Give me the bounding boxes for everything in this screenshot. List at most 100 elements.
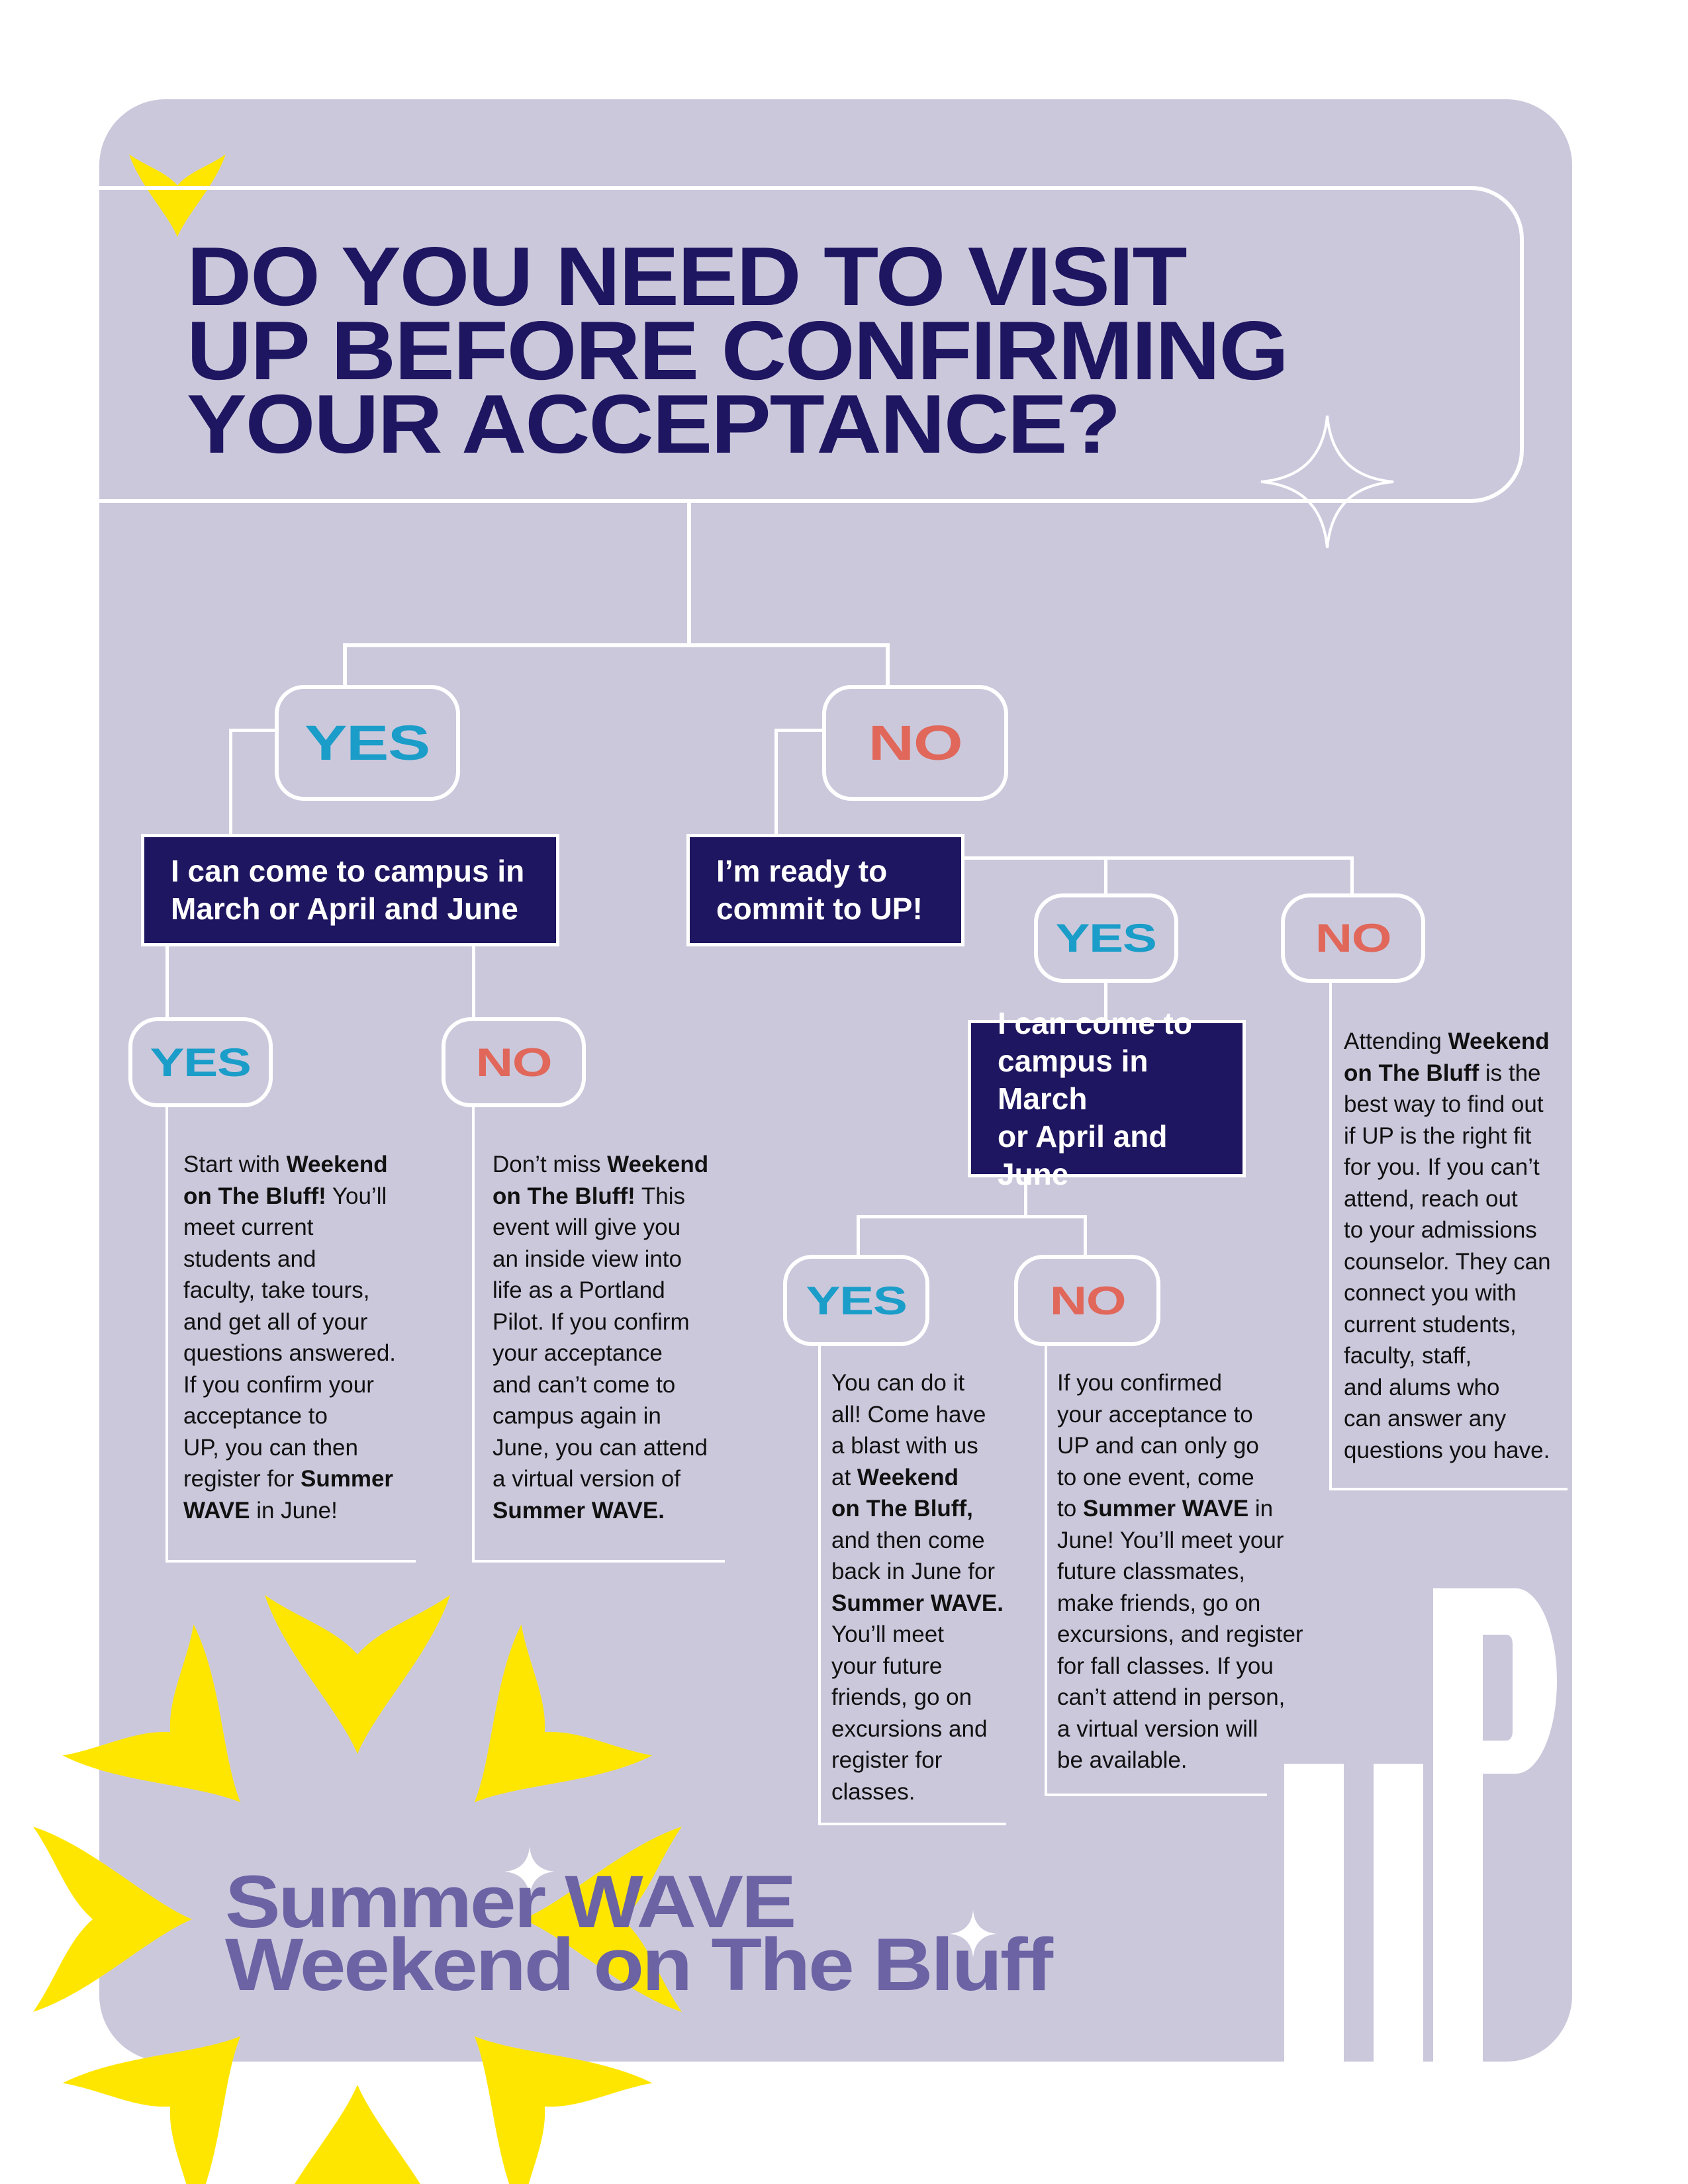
text-line: be available.	[1057, 1745, 1303, 1776]
text-line: connect you with	[1344, 1277, 1551, 1309]
text: excursions, and register	[1057, 1621, 1303, 1647]
text-line: for you. If you can’t	[1344, 1152, 1551, 1183]
text: UP and can only go	[1057, 1433, 1259, 1459]
text-line: WAVE in June!	[183, 1495, 396, 1527]
text: This	[635, 1183, 685, 1209]
option-campus-box: I can come to campus in March or April a…	[141, 834, 559, 946]
text-line: back in June for	[831, 1556, 1004, 1588]
text-line: You can do it	[831, 1367, 1004, 1399]
text: your acceptance to	[1057, 1401, 1253, 1428]
text-line: If you confirmed	[1057, 1367, 1303, 1399]
text-line: friends, go on	[831, 1682, 1004, 1713]
text-line: questions you have.	[1344, 1435, 1551, 1467]
answer-no-button[interactable]: NO	[822, 685, 1008, 801]
bold-text: Summer	[301, 1466, 394, 1492]
text-line: a virtual version of	[492, 1463, 708, 1495]
text: back in June for	[831, 1559, 996, 1584]
commit-campus-yes-button[interactable]: YES	[783, 1255, 929, 1346]
text-line: if UP is the right fit	[1344, 1120, 1551, 1152]
box-text: commit to UP!	[716, 891, 923, 926]
yes-label: YES	[305, 715, 431, 770]
text: future classmates,	[1057, 1559, 1245, 1584]
text: and then come	[831, 1527, 985, 1553]
text: is the	[1479, 1060, 1541, 1086]
text-line: at Weekend	[831, 1462, 1004, 1494]
bold-text: on The Bluff!	[492, 1183, 635, 1209]
text: and get all of your	[183, 1308, 368, 1335]
text: questions you have.	[1344, 1437, 1550, 1463]
text-line: and alums who	[1344, 1372, 1551, 1404]
bold-text: WAVE	[183, 1497, 250, 1524]
text-line: June! You’ll meet your	[1057, 1525, 1303, 1557]
text: and alums who	[1344, 1374, 1500, 1400]
text-line: excursions, and register	[1057, 1619, 1303, 1651]
text: questions answered.	[183, 1340, 397, 1366]
commit-campus-no-button[interactable]: NO	[1014, 1255, 1160, 1346]
text-line: a virtual version will	[1057, 1713, 1303, 1745]
text: a virtual version will	[1057, 1715, 1258, 1742]
text-line: Pilot. If you confirm	[492, 1306, 708, 1338]
text: register for	[183, 1466, 301, 1492]
text: current students,	[1344, 1311, 1517, 1338]
bold-text: Summer WAVE.	[831, 1590, 1004, 1616]
text-line: all! Come have	[831, 1399, 1004, 1431]
text-line: an inside view into	[492, 1244, 708, 1275]
text-line: Start with Weekend	[183, 1149, 396, 1181]
text: classes.	[831, 1778, 915, 1805]
text: best way to find out	[1344, 1091, 1544, 1117]
text: your acceptance	[492, 1340, 663, 1366]
text-line: acceptance to	[183, 1400, 396, 1432]
text-line: on The Bluff! You’ll	[183, 1181, 396, 1212]
text: a blast with us	[831, 1433, 978, 1459]
campus-yes-button[interactable]: YES	[128, 1017, 273, 1107]
text-line: on The Bluff! This	[492, 1181, 708, 1212]
text: connect you with	[1344, 1280, 1517, 1306]
title-box	[99, 186, 1524, 503]
text: for fall classes. If you	[1057, 1653, 1274, 1679]
text: Don’t miss	[492, 1152, 608, 1177]
text-line: You’ll meet	[831, 1619, 1004, 1651]
text-line: register for Summer	[183, 1463, 396, 1495]
text: your future	[831, 1653, 943, 1679]
text: can answer any	[1344, 1406, 1507, 1432]
text: June, you can attend	[492, 1434, 708, 1461]
text-line: faculty, staff,	[1344, 1340, 1551, 1372]
text-line: your future	[831, 1651, 1004, 1682]
text: can’t attend in person,	[1057, 1684, 1286, 1710]
text-line: attend, reach out	[1344, 1183, 1551, 1215]
bold-text: Summer WAVE	[1082, 1496, 1249, 1522]
no-label: NO	[868, 715, 963, 770]
text-line: June, you can attend	[492, 1432, 708, 1464]
text-line: current students,	[1344, 1309, 1551, 1341]
answer-yes-button[interactable]: YES	[275, 685, 460, 801]
bold-text: on The Bluff	[1344, 1060, 1479, 1086]
text: Attending	[1344, 1028, 1448, 1054]
commit-no-button[interactable]: NO	[1281, 893, 1425, 983]
text-line: can answer any	[1344, 1403, 1551, 1435]
text-line: best way to find out	[1344, 1089, 1551, 1120]
campus-no-button[interactable]: NO	[442, 1017, 586, 1107]
up-logo	[1284, 1588, 1557, 2062]
text-line: UP and can only go	[1057, 1430, 1303, 1462]
commit-yes-button[interactable]: YES	[1034, 893, 1178, 983]
text-line: your acceptance	[492, 1338, 708, 1369]
text: if UP is the right fit	[1344, 1122, 1532, 1149]
text-line: make friends, go on	[1057, 1588, 1303, 1619]
text-line: to your admissions	[1344, 1214, 1551, 1246]
box-text: I’m ready to	[716, 854, 888, 888]
text-line: Summer WAVE.	[492, 1495, 708, 1527]
option-commit-box: I’m ready to commit to UP!	[686, 834, 964, 946]
text-line: and then come	[831, 1525, 1004, 1557]
text: to one event, come	[1057, 1464, 1254, 1490]
text-line: and can’t come to	[492, 1369, 708, 1401]
text: at	[831, 1464, 857, 1490]
text: all! Come have	[831, 1401, 986, 1428]
text: and can’t come to	[492, 1371, 676, 1398]
bold-text: Weekend	[286, 1152, 388, 1177]
box-text: March or April and June	[171, 891, 518, 926]
